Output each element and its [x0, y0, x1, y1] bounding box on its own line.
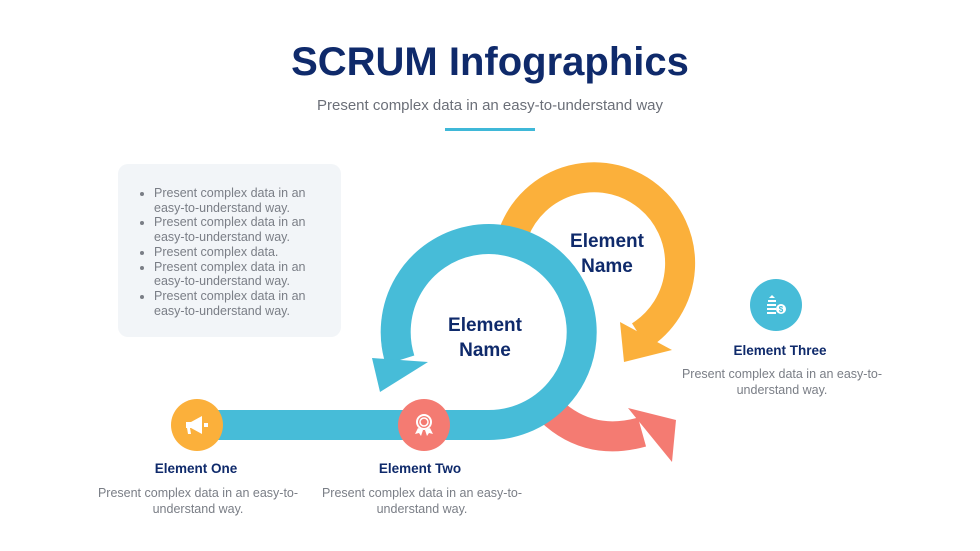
megaphone-icon	[171, 399, 223, 451]
bullet-text-box: Present complex data in an easy-to-under…	[118, 164, 341, 337]
award-globe-icon	[398, 399, 450, 451]
label-line: Element	[570, 231, 644, 252]
element-two-title: Element Two	[378, 461, 462, 476]
blue-cycle-arrow	[196, 224, 597, 441]
element-two-description: Present complex data in an easy-to-under…	[321, 486, 523, 516]
orange-cycle-arrow	[500, 162, 696, 362]
bullet-item: Present complex data in an easy-to-under…	[154, 186, 341, 215]
bullet-item: Present complex data.	[154, 245, 341, 260]
element-three-description: Present complex data in an easy-to-under…	[681, 367, 883, 397]
label-line: Name	[459, 340, 511, 361]
svg-text:$: $	[779, 305, 784, 314]
bullet-item: Present complex data in an easy-to-under…	[154, 289, 341, 318]
element-three-title: Element Three	[733, 343, 827, 358]
element-one-description: Present complex data in an easy-to-under…	[97, 486, 299, 516]
blue-cycle-label: Element Name	[415, 313, 555, 363]
red-exit-arrow	[534, 394, 676, 462]
page-title: SCRUM Infographics	[291, 40, 689, 84]
element-one-title: Element One	[154, 461, 238, 476]
bullet-list: Present complex data in an easy-to-under…	[118, 164, 341, 318]
orange-cycle-label: Element Name	[537, 229, 677, 279]
bullet-item: Present complex data in an easy-to-under…	[154, 260, 341, 289]
title-divider	[445, 128, 535, 131]
page-subtitle: Present complex data in an easy-to-under…	[316, 97, 664, 114]
label-line: Name	[581, 256, 633, 277]
coins-dollar-icon: $	[750, 279, 802, 331]
label-line: Element	[448, 315, 522, 336]
bullet-item: Present complex data in an easy-to-under…	[154, 215, 341, 244]
